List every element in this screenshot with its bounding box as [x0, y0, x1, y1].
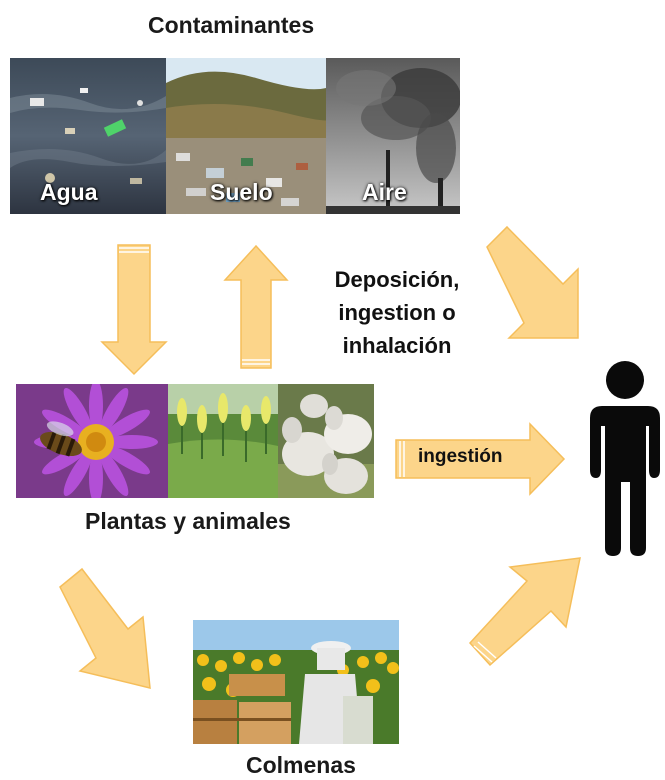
soil-label: Suelo: [210, 179, 273, 205]
down-arrow-contaminants-to-plants: [100, 244, 168, 376]
ingestion-label: ingestión: [418, 446, 503, 467]
right-arrow-ingestion: [395, 422, 566, 496]
pathway-label: Deposición, ingestion o inhalación: [322, 263, 472, 362]
air-pollution-photo: Aire: [326, 58, 460, 214]
bee-flower-photo: [16, 384, 168, 498]
pathway-line-2: ingestion o: [338, 300, 456, 325]
contaminants-title: Contaminantes: [148, 12, 315, 38]
water-label: Agua: [40, 179, 98, 205]
diagonal-arrow-contaminants-to-person: [486, 225, 579, 339]
pathway-line-1: Deposición,: [334, 267, 460, 292]
pathway-line-3: inhalación: [342, 333, 452, 358]
air-label: Aire: [362, 179, 407, 205]
diagonal-arrow-plants-to-beehives: [59, 567, 151, 689]
beehives-title: Colmenas: [246, 752, 356, 778]
diagonal-arrow-beehives-to-person: [468, 557, 581, 667]
soil-pollution-photo: Suelo: [166, 58, 326, 214]
plants-animals-title: Plantas y animales: [85, 508, 291, 534]
plants-field-photo: [168, 384, 278, 498]
person-silhouette-icon: [588, 360, 662, 556]
water-pollution-photo: Agua: [10, 58, 166, 214]
up-arrow-plants-to-contaminants: [223, 244, 289, 369]
sheep-photo: [278, 384, 374, 498]
beehives-photo: [193, 620, 399, 744]
